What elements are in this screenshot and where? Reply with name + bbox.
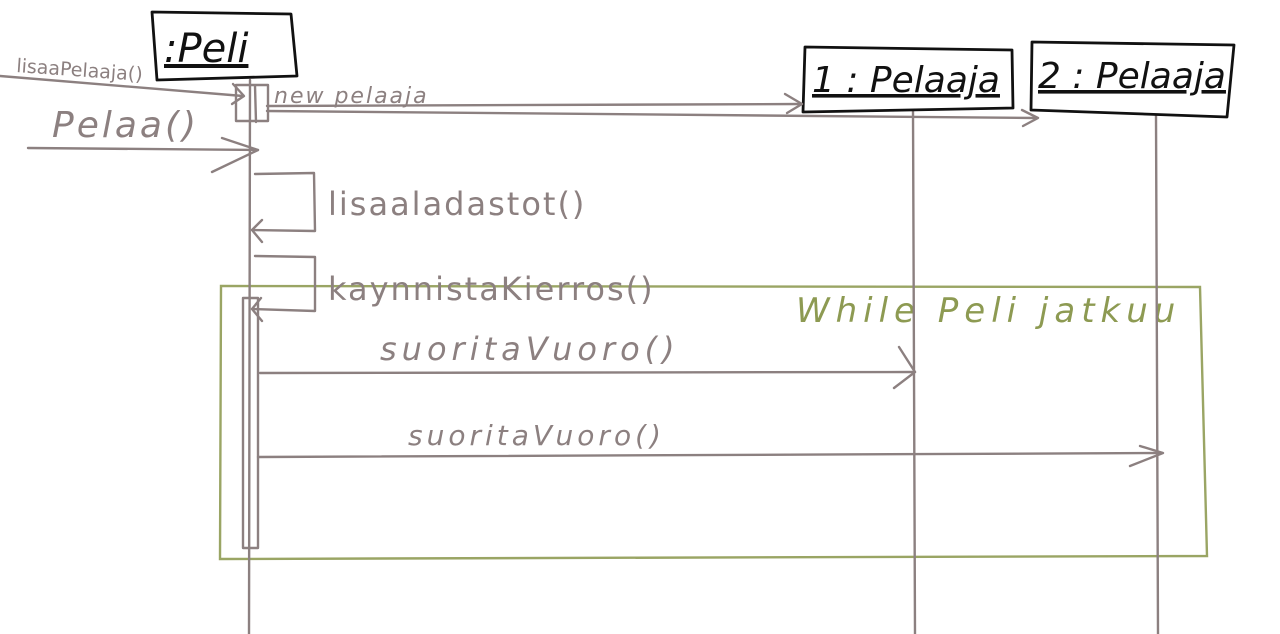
message-suorita-vuoro-1 <box>258 345 917 390</box>
message-label-suorita-vuoro-1: suoritaVuoro() <box>380 330 680 368</box>
loop-label: While Peli jatkuu <box>796 291 1181 331</box>
object-box-pelaaja-2: 2 : Pelaaja <box>1029 40 1236 119</box>
message-kaynnista-kierros <box>250 254 317 323</box>
message-pelaa <box>26 136 260 174</box>
loop-frame <box>218 284 1209 561</box>
message-label-lisaa-ladastot: lisaaladastot() <box>328 185 586 223</box>
object-label-peli: :Peli <box>164 26 248 72</box>
message-suorita-vuoro-2 <box>256 444 1165 468</box>
message-label-kaynnista-kierros: kaynnistaKierros() <box>328 270 655 308</box>
object-box-peli: :Peli <box>150 10 299 82</box>
activation-lisaa-pelaaja <box>234 83 270 123</box>
message-label-suorita-vuoro-2: suoritaVuoro() <box>408 419 665 452</box>
activation-loop <box>241 296 260 550</box>
message-new-pelaaja-1 <box>265 92 804 115</box>
message-new-pelaaja-2 <box>265 108 1040 128</box>
object-label-pelaaja-1: 1 : Pelaaja <box>812 60 1000 101</box>
lifeline-pelaaja-2 <box>1154 113 1160 634</box>
message-lisaa-ladastot <box>250 171 317 244</box>
object-label-pelaaja-2: 2 : Pelaaja <box>1038 56 1226 97</box>
lifeline-peli <box>247 78 252 634</box>
message-label-lisaa-pelaaja: lisaaPelaaja() <box>16 55 144 86</box>
message-lisaa-pelaaja <box>0 74 246 106</box>
message-label-pelaa: Pelaa() <box>52 105 199 146</box>
object-box-pelaaja-1: 1 : Pelaaja <box>801 45 1015 114</box>
